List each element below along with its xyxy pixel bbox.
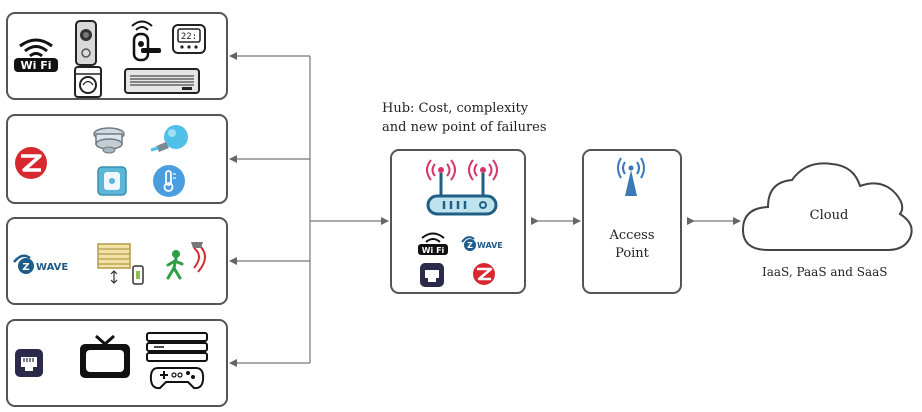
hub-caption-line2: and new point of failures bbox=[382, 120, 547, 135]
air-conditioner-icon bbox=[124, 68, 200, 94]
smoke-detector-icon bbox=[93, 127, 125, 154]
access-point-label: Access Point bbox=[584, 227, 680, 263]
zigbee-logo-icon bbox=[15, 147, 47, 179]
hub-zigbee-icon bbox=[473, 263, 495, 285]
temperature-sensor-icon bbox=[153, 165, 185, 197]
hub-box bbox=[390, 149, 526, 294]
gamepad-icon bbox=[149, 367, 205, 390]
remote-control-icon bbox=[132, 265, 144, 285]
svg-text:Z: Z bbox=[22, 262, 29, 273]
television-icon bbox=[80, 334, 130, 378]
wall-switch-icon bbox=[97, 166, 127, 196]
ethernet-port-icon bbox=[15, 349, 43, 377]
game-console-icon bbox=[146, 332, 208, 362]
hub-wifi-icon: Wi Fi bbox=[418, 232, 448, 255]
hub-zwave-badge: WAVE bbox=[477, 241, 503, 250]
hub-ethernet-icon bbox=[420, 263, 444, 287]
hub-wifi-badge: Wi Fi bbox=[422, 246, 445, 255]
window-blinds-icon bbox=[97, 243, 131, 284]
hub-caption-line1: Hub: Cost, complexity bbox=[382, 101, 529, 116]
cloud-caption: IaaS, PaaS and SaaS bbox=[762, 265, 888, 279]
thermostat-icon: 22: bbox=[172, 24, 206, 54]
router-icon bbox=[426, 159, 498, 216]
washing-machine-icon bbox=[74, 66, 102, 98]
hub-caption: Hub: Cost, complexity and new point of f… bbox=[382, 99, 582, 137]
smart-bulb-icon bbox=[150, 125, 188, 152]
thermostat-readout: 22: bbox=[181, 32, 197, 42]
video-doorbell-icon bbox=[75, 20, 97, 66]
cloud-label: Cloud bbox=[809, 208, 849, 223]
hub-zwave-icon: Z WAVE bbox=[461, 236, 503, 251]
access-point-box bbox=[582, 149, 682, 294]
cloud-icon bbox=[741, 162, 913, 251]
wifi-logo-icon: Wi Fi bbox=[14, 38, 58, 72]
motion-sensor-icon bbox=[166, 242, 206, 280]
wifi-badge-text: Wi Fi bbox=[20, 59, 51, 72]
access-point-label-line2: Point bbox=[615, 246, 649, 261]
smart-lock-icon bbox=[131, 20, 161, 62]
zwave-badge-text: WAVE bbox=[36, 262, 68, 273]
svg-text:Z: Z bbox=[467, 241, 473, 250]
access-point-label-line1: Access bbox=[609, 228, 655, 243]
zwave-logo-icon: Z WAVE bbox=[13, 254, 68, 274]
access-point-antenna-icon bbox=[617, 157, 645, 196]
